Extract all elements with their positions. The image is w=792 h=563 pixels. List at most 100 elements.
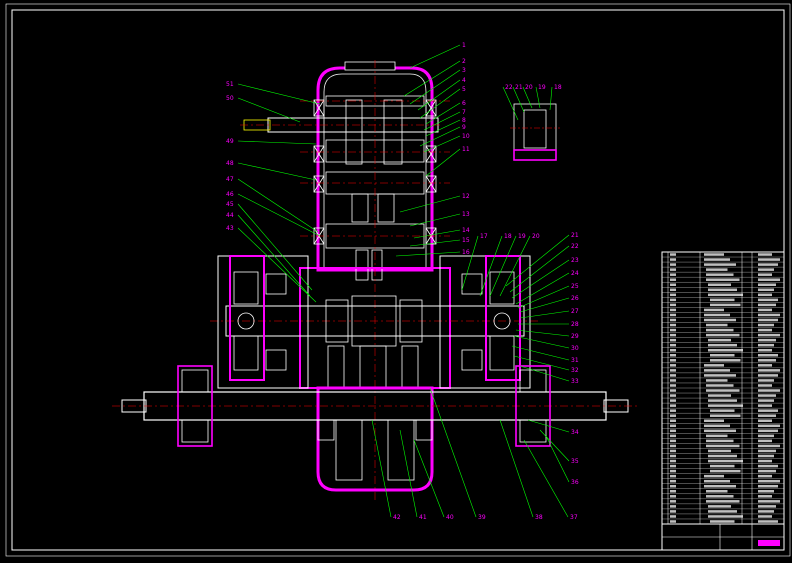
parts-table-cell-illegible: [758, 454, 774, 458]
parts-table-cell-illegible: [758, 328, 772, 332]
part-number-22: 22: [571, 243, 579, 250]
parts-table-cell-illegible: [670, 343, 676, 347]
part-number-48: 48: [226, 160, 234, 167]
leader-line-21: [512, 86, 525, 113]
parts-table-cell-illegible: [708, 510, 737, 513]
parts-table-cell-illegible: [710, 303, 741, 307]
parts-table-cell-illegible: [758, 500, 780, 503]
parts-table-cell-illegible: [670, 434, 676, 438]
part-number-18: 18: [554, 84, 562, 91]
parts-table-cell-illegible: [758, 384, 772, 387]
parts-table-cell-illegible: [708, 338, 731, 342]
parts-table-cell-illegible: [758, 283, 776, 286]
part-number-19: 19: [538, 84, 546, 91]
part-number-27: 27: [571, 308, 579, 315]
parts-table-cell-illegible: [670, 333, 676, 337]
leader-line-45: [237, 203, 313, 291]
parts-table-cell-illegible: [758, 293, 772, 297]
parts-table-cell-illegible: [704, 263, 736, 266]
parts-table-cell-illegible: [670, 354, 676, 357]
part-number-35: 35: [571, 458, 579, 465]
parts-table-cell-illegible: [706, 444, 740, 448]
parts-table-cell-illegible: [670, 490, 676, 493]
leader-line-6: [425, 102, 461, 125]
parts-table-cell-illegible: [706, 495, 734, 498]
part-number-15: 15: [462, 237, 470, 244]
part-number-26: 26: [571, 295, 579, 302]
parts-table-cell-illegible: [670, 500, 676, 503]
parts-table-cell-illegible: [704, 479, 730, 483]
parts-table-cell-illegible: [758, 303, 776, 307]
leader-line-35: [539, 429, 570, 462]
parts-table-cell-illegible: [670, 298, 676, 302]
leader-line-41: [399, 429, 418, 518]
leader-line-29: [515, 329, 570, 337]
leader-line-10: [423, 135, 461, 153]
parts-table-cell-illegible: [670, 389, 676, 392]
leader-line-4: [417, 79, 461, 111]
leader-line-21: [505, 234, 570, 287]
main-assembly: [112, 60, 640, 500]
leader-line-49: [237, 140, 317, 145]
parts-table-cell-illegible: [670, 449, 676, 453]
part-number-4: 4: [462, 77, 466, 84]
part-number-1: 1: [462, 42, 466, 49]
leader-line-5: [419, 88, 461, 119]
parts-table-cell-illegible: [758, 520, 778, 523]
part-number-11: 11: [462, 146, 470, 153]
part-number-5: 5: [462, 86, 466, 93]
part-number-3: 3: [462, 67, 466, 74]
parts-table-cell-illegible: [704, 369, 730, 372]
parts-table-cell-illegible: [758, 308, 772, 312]
leader-line-44: [237, 214, 311, 297]
parts-table-cell-illegible: [758, 379, 774, 382]
parts-table-cell-illegible: [704, 253, 724, 256]
part-number-13: 13: [462, 211, 470, 218]
parts-table-cell-illegible: [758, 364, 772, 367]
parts-table-cell-illegible: [670, 263, 676, 266]
parts-table-cell-illegible: [704, 419, 724, 422]
leader-line-50: [237, 97, 301, 123]
leader-line-16: [395, 251, 461, 257]
parts-table-cell-illegible: [670, 293, 676, 297]
parts-table-cell-illegible: [670, 484, 676, 488]
parts-table-cell-illegible: [708, 449, 731, 453]
part-number-20: 20: [525, 84, 533, 91]
parts-table-cell-illegible: [706, 434, 728, 438]
part-number-23: 23: [571, 257, 579, 264]
parts-table-cell-illegible: [758, 389, 780, 392]
parts-table-cell-illegible: [670, 283, 676, 286]
parts-table-cell-illegible: [670, 495, 676, 498]
part-number-24: 24: [571, 270, 579, 277]
part-number-20: 20: [532, 233, 540, 240]
parts-table-cell-illegible: [758, 298, 778, 302]
parts-table-cell-illegible: [706, 384, 734, 387]
part-number-28: 28: [571, 321, 579, 328]
part-number-45: 45: [226, 201, 234, 208]
parts-table-cell-illegible: [710, 520, 735, 523]
parts-table-cell-illegible: [670, 258, 676, 261]
parts-table-cell-illegible: [670, 404, 676, 407]
parts-table-cell-illegible: [670, 323, 676, 327]
leader-line-48: [237, 162, 317, 181]
leader-line-18: [479, 235, 503, 297]
leader-line-46: [237, 193, 321, 237]
part-number-30: 30: [571, 345, 579, 352]
leader-line-20: [522, 86, 533, 109]
parts-table-cell-illegible: [670, 510, 676, 513]
leader-line-18: [549, 86, 553, 111]
parts-table-cell-illegible: [706, 268, 728, 271]
leader-line-25: [517, 285, 570, 309]
parts-table-cell-illegible: [670, 429, 676, 433]
parts-table-cell-illegible: [710, 414, 741, 417]
leader-line-34: [527, 419, 570, 433]
part-number-39: 39: [478, 514, 486, 521]
leader-line-31: [511, 345, 570, 361]
parts-table-cell-illegible: [704, 318, 736, 322]
parts-table-cell-illegible: [708, 343, 737, 347]
part-number-19: 19: [518, 233, 526, 240]
leader-line-12: [399, 195, 461, 213]
part-number-44: 44: [226, 212, 234, 219]
parts-table-cell-illegible: [670, 253, 676, 256]
leader-line-39: [429, 387, 477, 518]
